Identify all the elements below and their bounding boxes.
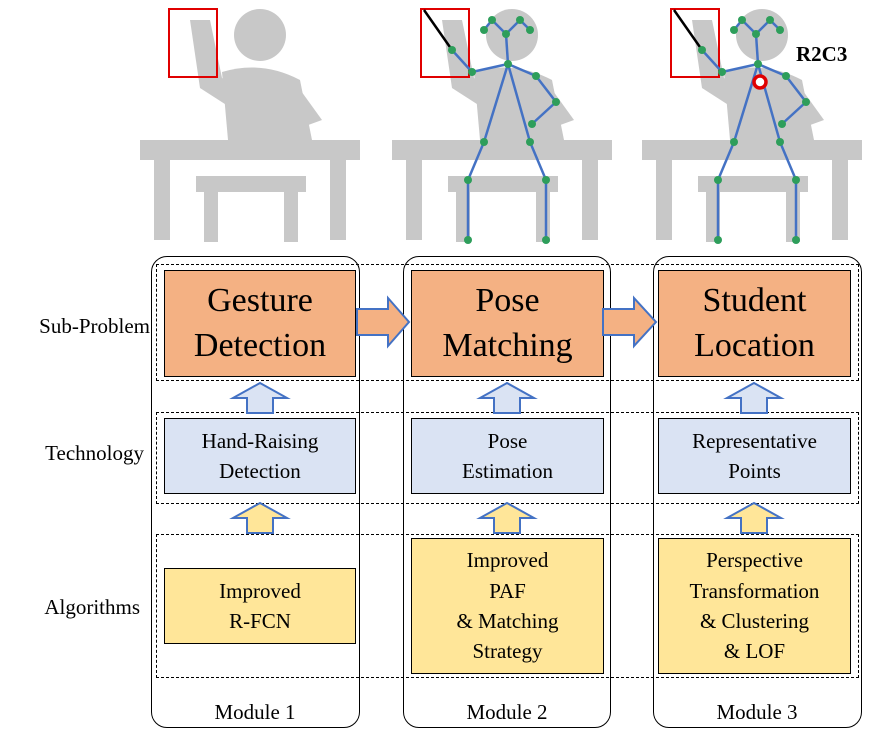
algorithm-3-line-2: Transformation <box>689 578 820 603</box>
algorithm-3-line-1: Perspective <box>706 548 803 573</box>
algorithm-2-line-4: Strategy <box>472 639 543 664</box>
arrow-up-algorithm-3 <box>723 501 785 534</box>
figure-tag: R2C3 <box>796 42 848 66</box>
location-point-icon <box>752 74 768 90</box>
arrow-up-technology-3 <box>723 381 785 414</box>
algorithm-2-line-3: & Matching <box>456 609 559 633</box>
sub-problem-3-line-2: Location <box>694 326 815 364</box>
algorithm-box-2: Improved PAF & Matching Strategy <box>411 538 604 674</box>
algorithm-box-3: Perspective Transformation & Clustering … <box>658 538 851 674</box>
algorithm-box-1: Improved R-FCN <box>164 568 356 644</box>
technology-3-line-1: Representative <box>692 428 817 453</box>
sub-problem-box-2: Pose Matching <box>411 270 604 377</box>
technology-1-line-1: Hand-Raising <box>201 428 319 453</box>
hand-box-3 <box>670 8 720 78</box>
algorithm-1-line-2: R-FCN <box>229 609 291 633</box>
module-1-label: Module 1 <box>214 700 296 724</box>
technology-3-line-2: Points <box>728 459 781 483</box>
arrow-up-technology-1 <box>229 381 291 414</box>
arrow-right-2 <box>602 295 658 349</box>
sub-problem-2-line-1: Pose <box>475 282 540 320</box>
sub-problem-box-3: Student Location <box>658 270 851 377</box>
module-3-label: Module 3 <box>716 700 798 724</box>
row-label-algorithms: Algorithms <box>44 595 140 619</box>
technology-box-2: Pose Estimation <box>411 418 604 494</box>
hand-box-1 <box>168 8 218 78</box>
arrow-up-algorithm-2 <box>476 501 538 534</box>
technology-box-1: Hand-Raising Detection <box>164 418 356 494</box>
sub-problem-box-1: Gesture Detection <box>164 270 356 377</box>
arrow-right-1 <box>356 295 411 349</box>
algorithm-3-line-4: & LOF <box>723 639 786 664</box>
row-label-sub-problem: Sub-Problem <box>39 314 150 338</box>
module-1-frame <box>151 256 360 728</box>
algorithm-2-line-2: PAF <box>489 578 526 603</box>
technology-2-line-2: Estimation <box>462 459 553 483</box>
technology-2-line-1: Pose <box>487 428 528 453</box>
pose-joints-3 <box>698 16 810 244</box>
technology-1-line-2: Detection <box>219 459 301 483</box>
pose-joints-2 <box>448 16 560 244</box>
sub-problem-2-line-2: Matching <box>442 326 573 364</box>
sub-problem-1-line-1: Gesture <box>207 282 313 320</box>
algorithm-3-line-3: & Clustering <box>699 609 810 633</box>
sub-problem-1-line-2: Detection <box>193 326 327 364</box>
module-3-frame <box>653 256 862 728</box>
hand-box-2 <box>420 8 470 78</box>
row-label-technology: Technology <box>45 441 144 465</box>
arrow-up-algorithm-1 <box>229 501 291 534</box>
sub-problem-3-line-1: Student <box>702 282 807 320</box>
sub-problem-band <box>156 264 859 381</box>
student-illustration <box>140 8 862 244</box>
algorithm-2-line-1: Improved <box>466 548 549 573</box>
technology-box-3: Representative Points <box>658 418 851 494</box>
module-2-label: Module 2 <box>466 700 548 724</box>
arrow-up-technology-2 <box>476 381 538 414</box>
algorithms-band <box>156 534 859 678</box>
module-2-frame <box>403 256 611 728</box>
algorithm-1-line-1: Improved <box>219 578 301 603</box>
